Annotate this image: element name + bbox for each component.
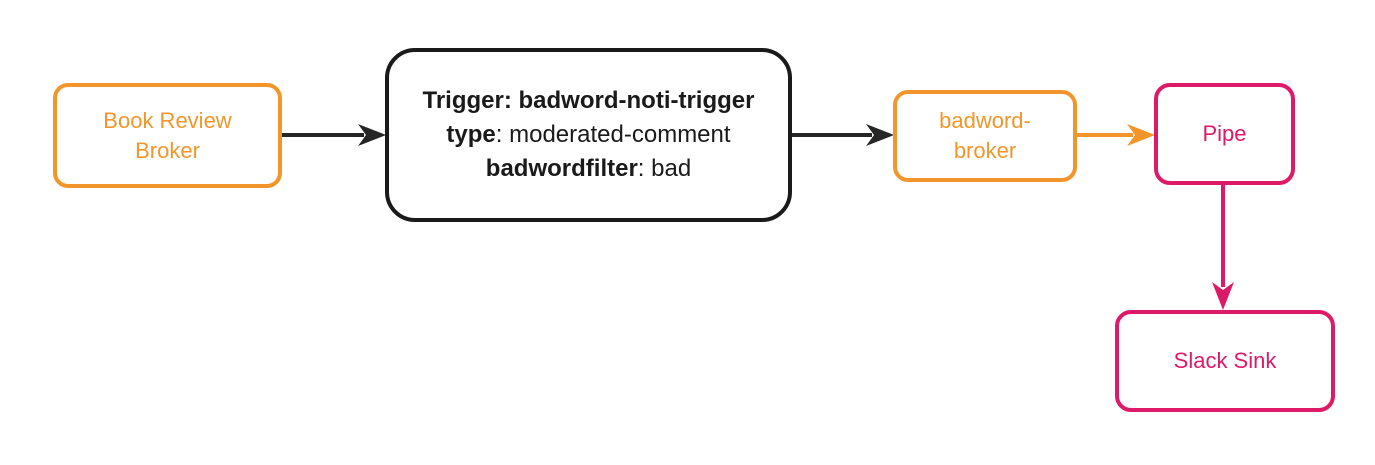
arrow-badword-broker-to-pipe	[1077, 124, 1155, 146]
node-pipe: Pipe	[1154, 83, 1295, 185]
arrow-trigger-to-badword-broker	[792, 124, 894, 146]
node-trigger: Trigger: badword-noti-trigger type: mode…	[385, 48, 792, 222]
trigger-type-value: : moderated-comment	[495, 121, 731, 148]
node-badword-broker: badword-broker	[893, 90, 1077, 182]
trigger-type-line: type: moderated-comment	[423, 118, 755, 152]
node-book-review-broker-label: Book Review Broker	[103, 107, 232, 163]
node-badword-broker-label: badword-broker	[939, 108, 1031, 163]
arrow-broker-to-trigger	[282, 124, 386, 146]
node-slack-sink: Slack Sink	[1115, 310, 1335, 412]
trigger-filter-value: : bad	[637, 155, 692, 182]
trigger-text: Trigger: badword-noti-trigger type: mode…	[423, 84, 755, 186]
trigger-filter-line: badwordfilter: bad	[423, 152, 755, 186]
trigger-title-line: Trigger: badword-noti-trigger	[423, 84, 755, 118]
trigger-type-key: type	[446, 121, 496, 148]
arrow-pipe-to-slack-sink	[1212, 185, 1234, 310]
node-pipe-label: Pipe	[1202, 121, 1247, 147]
trigger-filter-key: badwordfilter	[485, 155, 638, 182]
node-slack-sink-label: Slack Sink	[1173, 348, 1277, 374]
trigger-title: Trigger: badword-noti-trigger	[422, 87, 755, 114]
node-book-review-broker: Book Review Broker	[53, 83, 282, 188]
